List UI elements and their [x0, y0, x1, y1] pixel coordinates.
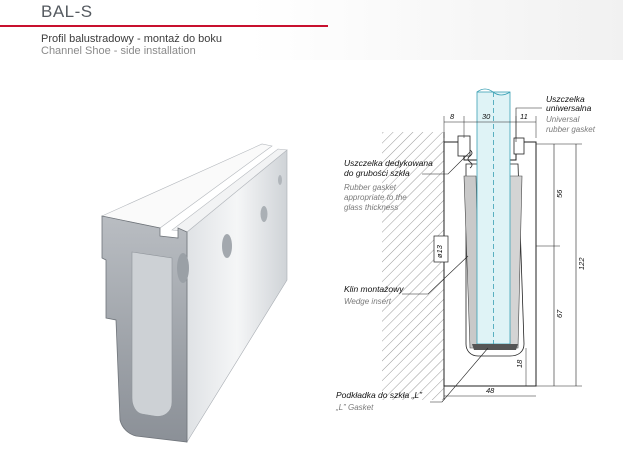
callout-gasket-pl: Uszczelka dedykowana — [344, 158, 433, 168]
dim-18: 18 — [515, 359, 524, 368]
dim-13: ø13 — [435, 244, 444, 258]
callout-gasket-en3: glass thickness — [344, 203, 398, 212]
dim-11: 11 — [520, 112, 528, 121]
callout-gasket-en2: appropriate to the — [344, 193, 407, 202]
callout-universal-en2: rubber gasket — [546, 125, 596, 134]
dim-67: 67 — [555, 309, 564, 318]
dim-8: 8 — [450, 112, 455, 121]
subtitle-english: Channel Shoe - side installation — [41, 45, 196, 57]
dim-56: 56 — [555, 189, 564, 198]
title-underline — [0, 25, 328, 27]
dim-122: 122 — [577, 257, 586, 270]
wall-hatching — [382, 132, 444, 400]
callout-wedge-pl: Klin montażowy — [344, 284, 404, 294]
callout-lgasket-en: „L” Gasket — [335, 403, 374, 412]
technical-drawing: 8 30 11 56 67 122 18 48 ø13 Uszczelka de… — [335, 88, 596, 412]
callout-wedge-en: Wedge insert — [344, 297, 392, 306]
page-title: BAL-S — [41, 2, 93, 21]
callout-gasket-en: Rubber gasket — [344, 183, 397, 192]
callout-lgasket-pl: Podkładka do szkła „L” — [336, 390, 423, 400]
header-band — [0, 0, 623, 60]
callout-universal-en: Universal — [546, 115, 580, 124]
subtitle-polish: Profil balustradowy - montaż do boku — [41, 33, 222, 45]
dim-30: 30 — [482, 112, 491, 121]
dim-48: 48 — [486, 386, 495, 395]
callout-universal-pl: Uszczelka — [546, 94, 585, 104]
callout-gasket-pl2: do grubości szkła — [344, 168, 410, 178]
callout-universal-pl2: uniwersalna — [546, 103, 592, 113]
product-render — [101, 143, 288, 444]
